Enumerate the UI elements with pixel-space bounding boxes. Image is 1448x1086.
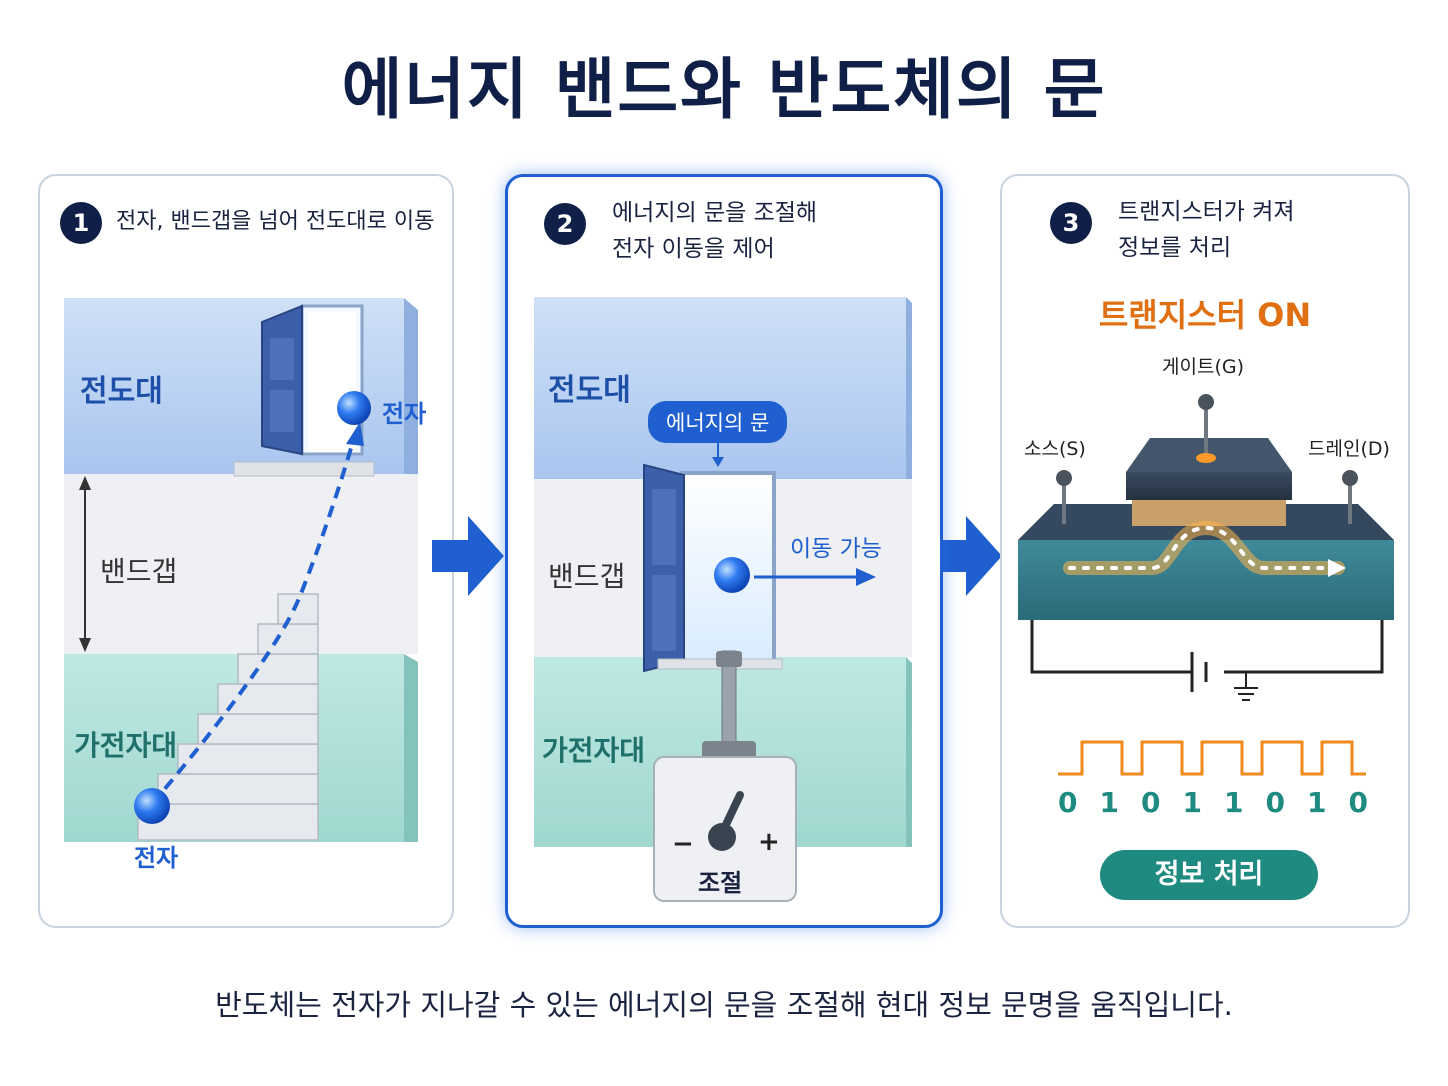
electron-bottom-1 — [134, 788, 170, 824]
step-number-1: 1 — [60, 202, 102, 244]
conduction-band-label-2: 전도대 — [548, 373, 631, 408]
transistor-diagram — [1018, 394, 1394, 776]
flow-arrow-2 — [930, 516, 1002, 596]
bit: 1 — [1307, 786, 1327, 819]
electron-top-1 — [337, 391, 371, 425]
digital-signal — [1058, 740, 1366, 776]
bit: 0 — [1265, 786, 1285, 819]
control-label: 조절 — [698, 869, 743, 897]
circuit-wire — [1030, 620, 1192, 674]
gate-block — [1126, 472, 1292, 500]
source-terminal — [1056, 470, 1072, 486]
bit: 1 — [1182, 786, 1202, 819]
stairs-1 — [137, 593, 319, 841]
step-3-text-line2: 정보를 처리 — [1118, 235, 1232, 261]
bit: 0 — [1058, 786, 1078, 819]
bit: 1 — [1224, 786, 1244, 819]
step-3-text-line1: 트랜지스터가 켜져 — [1118, 199, 1295, 225]
conduction-band-2 — [534, 297, 906, 479]
flow-arrow-1 — [432, 516, 504, 596]
minus-sign: − — [672, 829, 694, 859]
electron-bottom-label-1: 전자 — [134, 844, 179, 872]
gate-label: 게이트(G) — [1162, 356, 1244, 378]
electron-top-label-1: 전자 — [382, 400, 427, 428]
bit-sequence: 0 1 0 1 1 0 1 0 — [1058, 786, 1368, 819]
panel-electron-jump: 1 전자, 밴드갭을 넘어 전도대로 이동 — [38, 174, 454, 928]
transistor-status: 트랜지스터 ON — [1098, 296, 1312, 334]
plus-sign: + — [758, 827, 780, 857]
step-1-text: 전자, 밴드갭을 넘어 전도대로 이동 — [116, 209, 435, 234]
valence-band-label-2: 가전자대 — [542, 734, 646, 767]
panel-transistor-on: 3 트랜지스터가 켜져 정보를 처리 트랜지스터 ON — [1000, 174, 1410, 928]
panel-energy-door: 2 에너지의 문을 조절해 전자 이동을 제어 — [505, 174, 943, 928]
band-diagram-2 — [534, 297, 912, 902]
bandgap-label-2: 밴드갭 — [548, 560, 626, 593]
valence-band-label-1: 가전자대 — [74, 729, 178, 762]
page-title: 에너지 밴드와 반도체의 문 — [341, 51, 1107, 128]
bandgap-region-1 — [64, 474, 418, 654]
energy-door-label: 에너지의 문 — [648, 401, 788, 443]
electron-2 — [714, 557, 750, 593]
bit: 1 — [1099, 786, 1119, 819]
toggle-switch-knob — [708, 823, 736, 851]
drain-terminal — [1342, 470, 1358, 486]
electron-path-1 — [150, 437, 356, 806]
bit: 0 — [1348, 786, 1368, 819]
move-possible-label: 이동 가능 — [790, 536, 882, 562]
step-2-text-line2: 전자 이동을 제어 — [612, 236, 775, 262]
info-processing-badge: 정보 처리 — [1100, 850, 1318, 900]
bandgap-label-1: 밴드갭 — [100, 555, 178, 588]
band-diagram-1 — [64, 298, 418, 842]
gate-terminal — [1198, 394, 1214, 410]
step-2-text-line1: 에너지의 문을 조절해 — [612, 200, 818, 226]
bit: 0 — [1141, 786, 1161, 819]
step-number-3: 3 — [1050, 202, 1092, 244]
bottom-caption: 반도체는 전자가 지나갈 수 있는 에너지의 문을 조절해 현대 정보 문명을 … — [215, 988, 1233, 1022]
transistor-substrate — [1018, 540, 1394, 620]
drain-label: 드레인(D) — [1308, 438, 1390, 460]
step-number-2: 2 — [544, 203, 586, 245]
source-label: 소스(S) — [1024, 438, 1086, 460]
conduction-band-label-1: 전도대 — [80, 374, 163, 409]
